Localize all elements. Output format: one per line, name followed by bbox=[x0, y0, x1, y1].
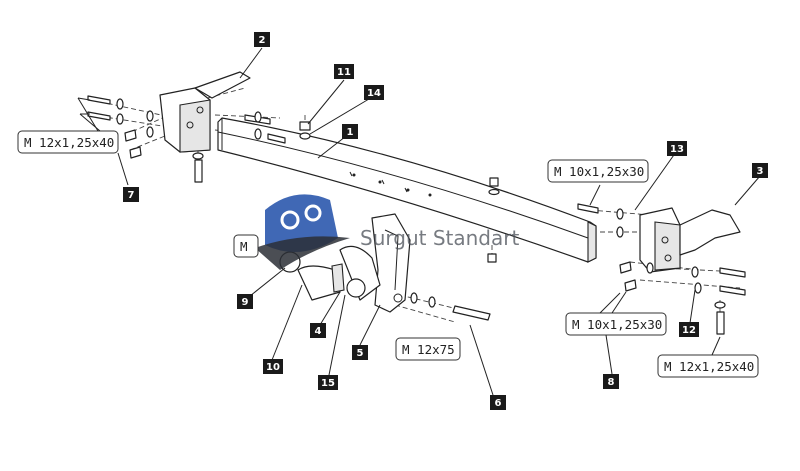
callout-15: 15 bbox=[318, 375, 338, 390]
callout-9: 9 bbox=[237, 294, 253, 309]
svg-text:14: 14 bbox=[367, 88, 381, 99]
svg-text:M 10x1,25x30: M 10x1,25x30 bbox=[572, 317, 662, 332]
callout-14: 14 bbox=[364, 85, 384, 100]
watermark-text: Surgut Standart bbox=[360, 226, 519, 250]
spec-label-pin: M 12x75 bbox=[395, 337, 461, 361]
svg-text:7: 7 bbox=[128, 190, 135, 201]
svg-text:4: 4 bbox=[315, 326, 322, 337]
svg-text:12: 12 bbox=[682, 325, 696, 336]
callout-8: 8 bbox=[603, 374, 619, 389]
callout-12: 12 bbox=[679, 322, 699, 337]
svg-text:13: 13 bbox=[670, 144, 684, 155]
svg-text:6: 6 bbox=[495, 398, 502, 409]
svg-text:5: 5 bbox=[357, 348, 364, 359]
left-fasteners bbox=[87, 95, 311, 183]
callout-2: 2 bbox=[254, 32, 270, 47]
svg-text:M 10x1,25x30: M 10x1,25x30 bbox=[554, 164, 644, 179]
svg-text:2: 2 bbox=[259, 35, 266, 46]
svg-text:M: M bbox=[240, 239, 248, 254]
spec-label-ball-partial: M bbox=[233, 234, 259, 258]
callout-11: 11 bbox=[334, 64, 354, 79]
callout-6: 6 bbox=[490, 395, 506, 410]
watermark-logo: Surgut Standart bbox=[255, 194, 519, 270]
svg-text:9: 9 bbox=[242, 297, 249, 308]
callout-7: 7 bbox=[123, 187, 139, 202]
spec-label-bolt-left-top: M 12x1,25x40 bbox=[17, 130, 119, 154]
svg-text:M 12x75: M 12x75 bbox=[402, 342, 455, 357]
svg-text:M 12x1,25x40: M 12x1,25x40 bbox=[24, 135, 114, 150]
right-bracket bbox=[639, 207, 741, 273]
spec-label-bolt-right-bottom: M 12x1,25x40 bbox=[657, 354, 759, 378]
cross-beam bbox=[217, 117, 597, 263]
callout-1: 1 bbox=[342, 124, 358, 139]
svg-text:M 12x1,25x40: M 12x1,25x40 bbox=[664, 359, 754, 374]
svg-text:1: 1 bbox=[347, 127, 354, 138]
svg-text:8: 8 bbox=[608, 377, 615, 388]
leader-lines bbox=[77, 47, 761, 396]
svg-text:15: 15 bbox=[321, 378, 335, 389]
callout-4: 4 bbox=[310, 323, 326, 338]
svg-text:10: 10 bbox=[266, 362, 280, 373]
callout-13: 13 bbox=[667, 141, 687, 156]
spec-label-bolt-right-top: M 10x1,25x30 bbox=[547, 159, 649, 183]
callout-3: 3 bbox=[752, 163, 768, 178]
wing-swoosh-icon bbox=[255, 236, 350, 270]
callout-5: 5 bbox=[352, 345, 368, 360]
pin bbox=[410, 292, 491, 321]
spec-label-bolt-right-mid: M 10x1,25x30 bbox=[565, 312, 667, 336]
callout-10: 10 bbox=[263, 359, 283, 374]
left-bracket bbox=[159, 71, 251, 153]
svg-text:3: 3 bbox=[757, 166, 764, 177]
svg-text:11: 11 bbox=[337, 67, 351, 78]
right-fasteners bbox=[487, 177, 746, 335]
